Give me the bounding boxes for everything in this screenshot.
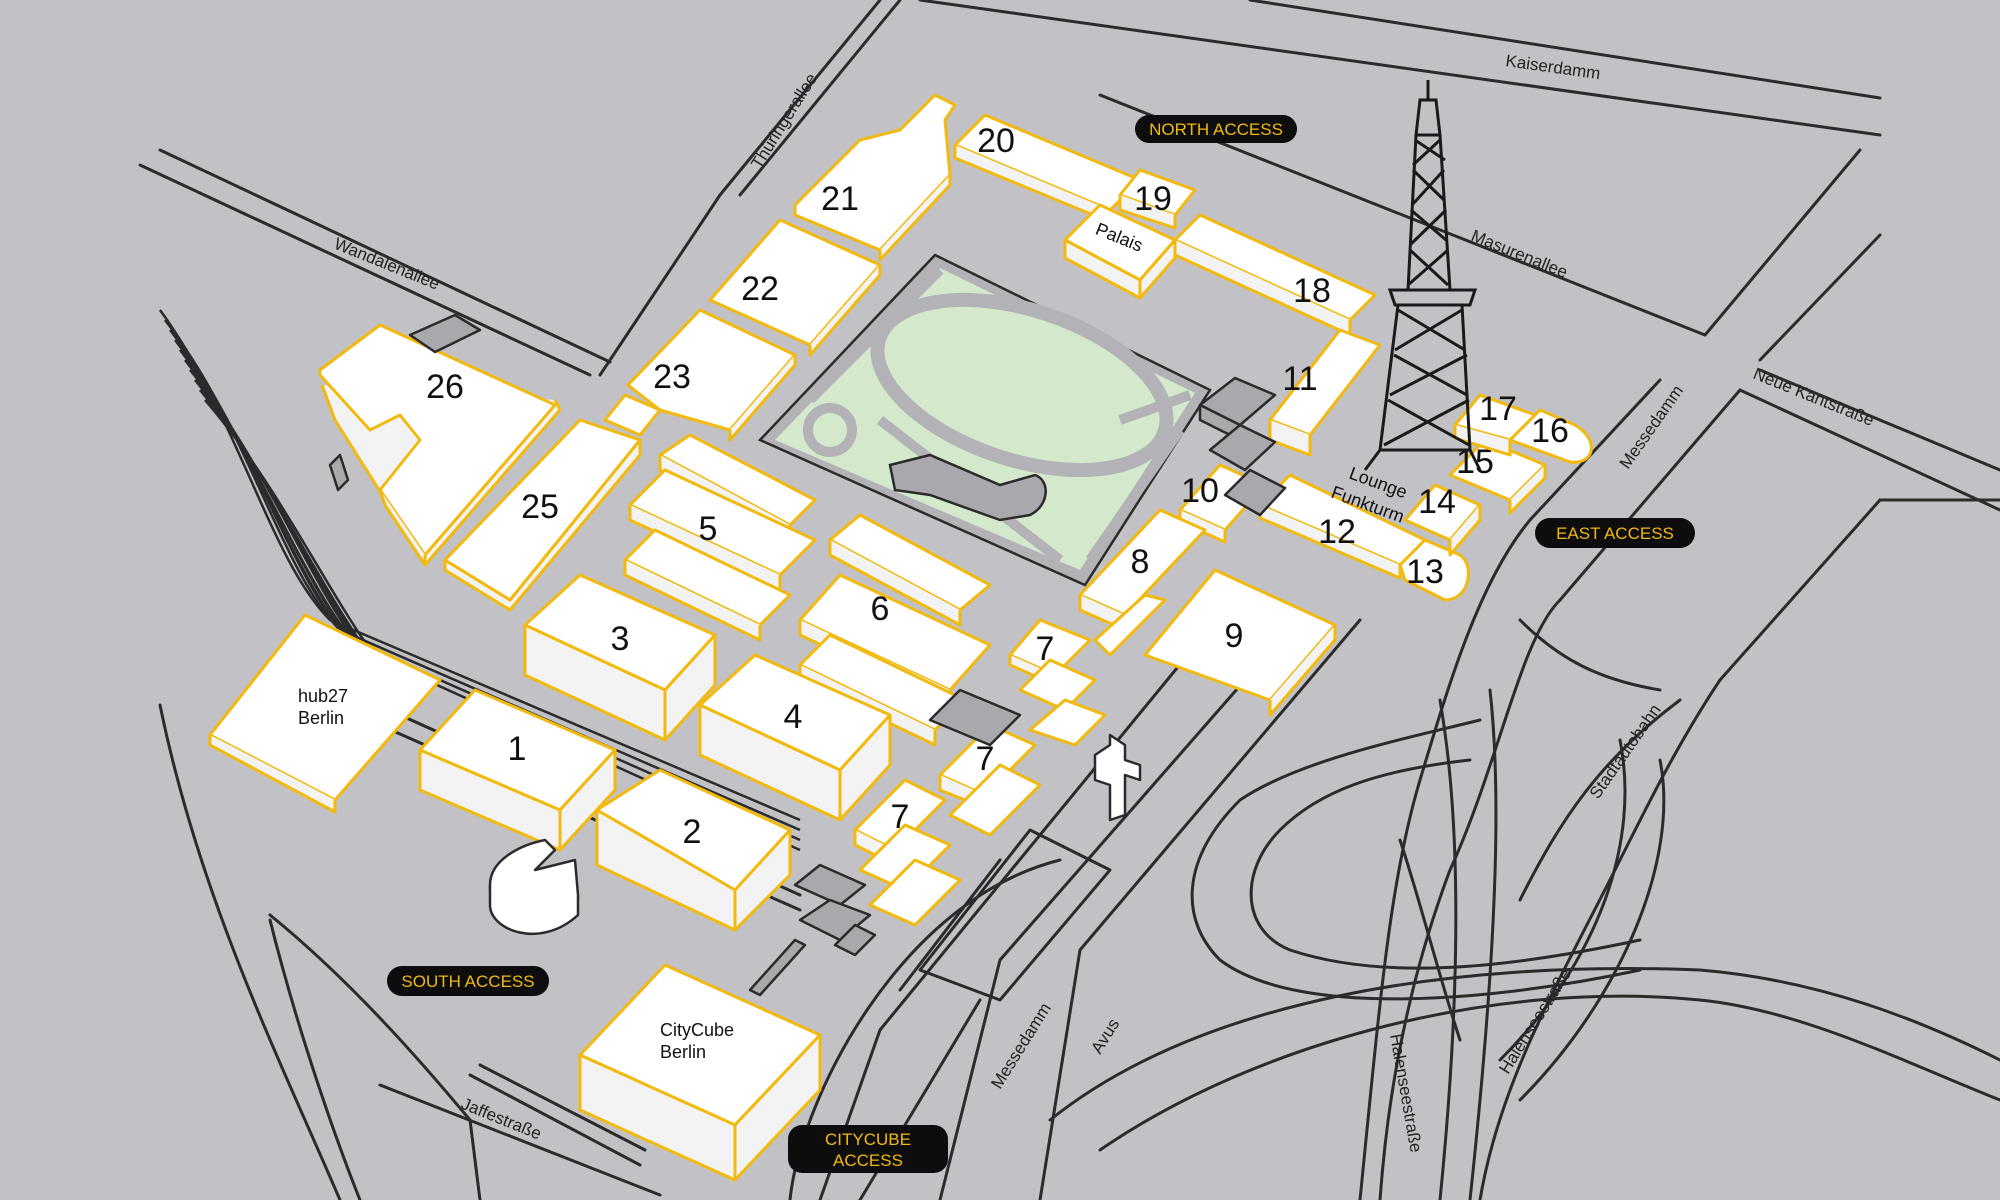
hall-2[interactable]: 2	[595, 768, 792, 932]
palais[interactable]: Palais	[1063, 203, 1177, 300]
south-access-label: SOUTH ACCESS	[401, 972, 534, 991]
hall-12-number: 12	[1318, 513, 1356, 551]
hall-8-number: 8	[1131, 543, 1150, 581]
hall-21-number: 21	[821, 180, 859, 218]
hall-9[interactable]: 9	[1093, 568, 1337, 717]
hall-7-number-b: 7	[976, 740, 995, 778]
railway	[158, 309, 801, 852]
hub27-berlin[interactable]: hub27 Berlin	[208, 613, 442, 814]
hall-23-number: 23	[653, 358, 691, 396]
street-neue-kantstrasse: Neue Kantstraße	[1751, 364, 1877, 430]
hall-22-number: 22	[741, 270, 779, 308]
hall-5[interactable]: 5	[623, 433, 817, 642]
east-access[interactable]: EAST ACCESS	[1535, 518, 1695, 548]
street-masurenallee: Masurenallee	[1469, 226, 1571, 282]
hall-19-number: 19	[1134, 180, 1172, 218]
hall-7-number-a: 7	[1036, 630, 1055, 668]
citycube-label-line1: CityCube	[660, 1020, 734, 1040]
hall-11-number: 11	[1282, 360, 1317, 398]
citycube-access-label-line2: ACCESS	[833, 1151, 903, 1170]
street-messedamm-east: Messedamm	[1616, 382, 1687, 473]
hall-16-number: 16	[1531, 412, 1569, 450]
street-thueringerallee: Thüringerallee	[747, 70, 821, 172]
hall-9-number: 9	[1225, 617, 1244, 655]
hall-22[interactable]: 22	[708, 218, 882, 357]
hall-2-number: 2	[683, 813, 702, 851]
hall-7-number-c: 7	[891, 798, 910, 836]
hall-4-number: 4	[784, 698, 803, 736]
citycube-label-line2: Berlin	[660, 1042, 706, 1062]
hall-4[interactable]: 4	[698, 653, 892, 822]
funkturm-tower	[1363, 80, 1482, 471]
hall-13-number: 13	[1406, 553, 1444, 591]
north-access-label: NORTH ACCESS	[1149, 120, 1283, 139]
hall-18-number: 18	[1293, 272, 1331, 310]
street-kaiserdamm: Kaiserdamm	[1504, 51, 1601, 83]
hall-23[interactable]: 23	[603, 308, 797, 442]
hall-6-number: 6	[871, 590, 890, 628]
hub27-label-line1: hub27	[298, 686, 348, 706]
hall-3[interactable]: 3	[523, 573, 717, 742]
street-avus: Avus	[1087, 1015, 1123, 1057]
hub27-label-line2: Berlin	[298, 708, 344, 728]
hall-19[interactable]: 19	[1118, 168, 1197, 230]
road-network	[138, 0, 2000, 1200]
hall-26[interactable]: 26	[318, 323, 562, 567]
street-halenseestrasse-east: Halenseestraße	[1495, 965, 1575, 1077]
hall-25[interactable]: 25	[443, 418, 642, 612]
citycube-access-label-line1: CITYCUBE	[825, 1130, 911, 1149]
hall-1-number: 1	[508, 730, 527, 768]
hall-17-number: 17	[1479, 390, 1517, 428]
hall-3-number: 3	[611, 620, 630, 658]
hall-14-number: 14	[1418, 483, 1456, 521]
hall-26-number: 26	[426, 368, 464, 406]
hall-11[interactable]: 11	[1268, 328, 1382, 457]
south-access[interactable]: SOUTH ACCESS	[387, 966, 549, 996]
hall-20[interactable]: 20	[953, 113, 1142, 224]
hall-1[interactable]: 1	[418, 688, 617, 852]
hall-16[interactable]: 16	[1508, 408, 1593, 464]
east-access-label: EAST ACCESS	[1556, 524, 1674, 543]
summer-garden-park	[757, 253, 1212, 587]
street-wandalenallee: Wandalenallee	[332, 234, 443, 294]
hall-5-number: 5	[699, 510, 718, 548]
hall-18[interactable]: 18	[1173, 213, 1377, 337]
hall-20-number: 20	[977, 122, 1015, 160]
hall-7[interactable]: 7 7 7	[853, 618, 1107, 927]
hall-21[interactable]: 21	[793, 93, 957, 262]
other-buildings	[328, 313, 1287, 997]
hall-25-number: 25	[521, 488, 559, 526]
citycube-berlin[interactable]: CityCube Berlin	[578, 963, 822, 1182]
north-access[interactable]: NORTH ACCESS	[1135, 115, 1297, 143]
hall-14[interactable]: 14	[1403, 483, 1482, 557]
citycube-access[interactable]: CITYCUBE ACCESS	[788, 1125, 948, 1173]
halls: 26 25 23 22 21	[208, 93, 1593, 1182]
hall-6[interactable]: 6	[798, 513, 992, 747]
hall-10-number: 10	[1181, 472, 1219, 510]
street-messedamm-south: Messedamm	[987, 1000, 1055, 1093]
